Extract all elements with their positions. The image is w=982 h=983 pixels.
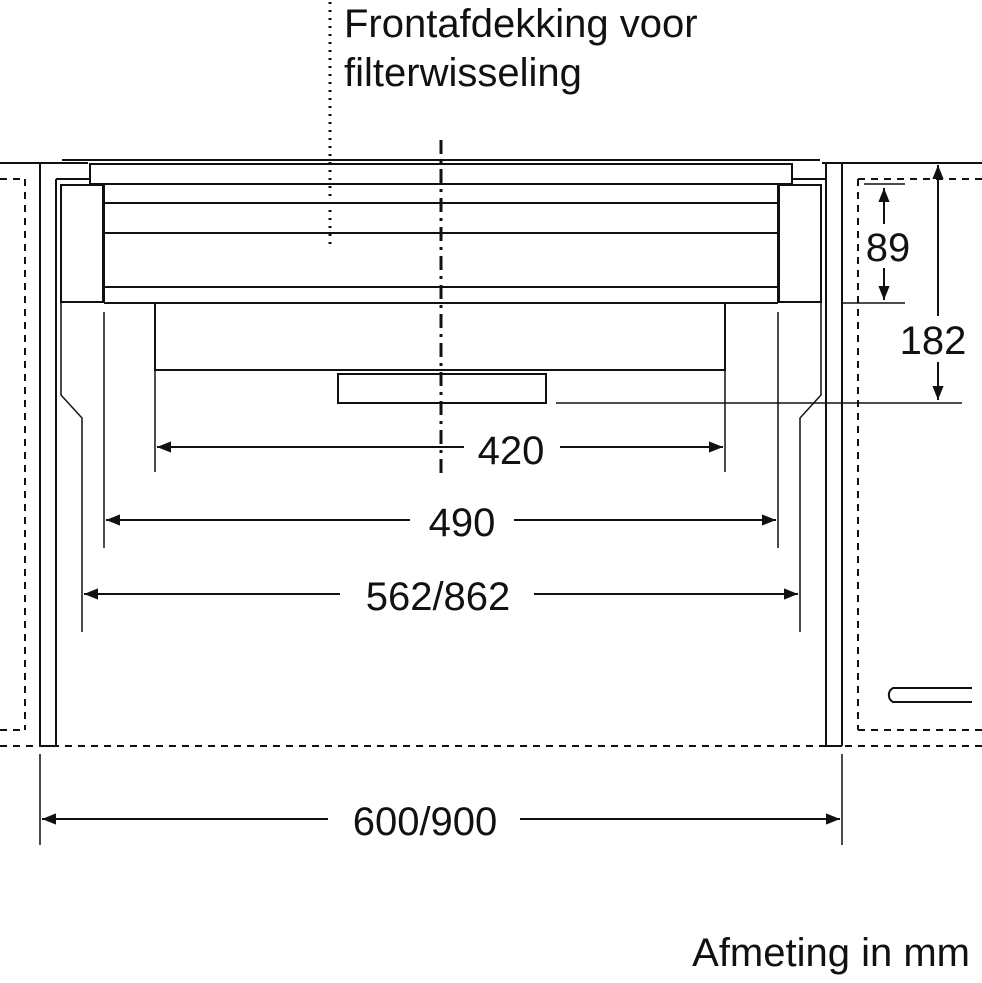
dimension-182: 182 — [892, 165, 976, 400]
left-cabinet-wall — [0, 163, 90, 747]
dimension-420: 420 — [157, 426, 723, 473]
drawer-handle-icon — [887, 687, 972, 703]
cooktop-plate — [89, 163, 793, 185]
units-note: Afmeting in mm — [692, 931, 970, 975]
dimension-490: 490 — [106, 498, 776, 545]
dimension-600-900: 600/900 — [42, 797, 840, 844]
dimension-label-562-862: 562/862 — [366, 575, 511, 619]
dimension-label-490: 490 — [429, 501, 496, 545]
side-brackets — [60, 184, 822, 303]
right-side-profile — [777, 302, 822, 632]
dimension-562-862: 562/862 — [84, 572, 798, 619]
worktop — [0, 159, 982, 164]
extension-lines — [39, 302, 962, 845]
callout-line-2: filterwisseling — [344, 51, 582, 95]
dimension-89: 89 — [860, 183, 918, 300]
fan-housing — [154, 303, 726, 472]
dimension-label-182: 182 — [900, 319, 967, 363]
left-side-profile — [60, 302, 105, 632]
dimension-label-600-900: 600/900 — [353, 800, 498, 844]
callout-label: Frontafdekking voor filterwisseling — [344, 2, 698, 95]
dimension-label-89: 89 — [866, 226, 911, 270]
callout-line-1: Frontafdekking voor — [344, 2, 698, 46]
dimension-label-420: 420 — [478, 429, 545, 473]
